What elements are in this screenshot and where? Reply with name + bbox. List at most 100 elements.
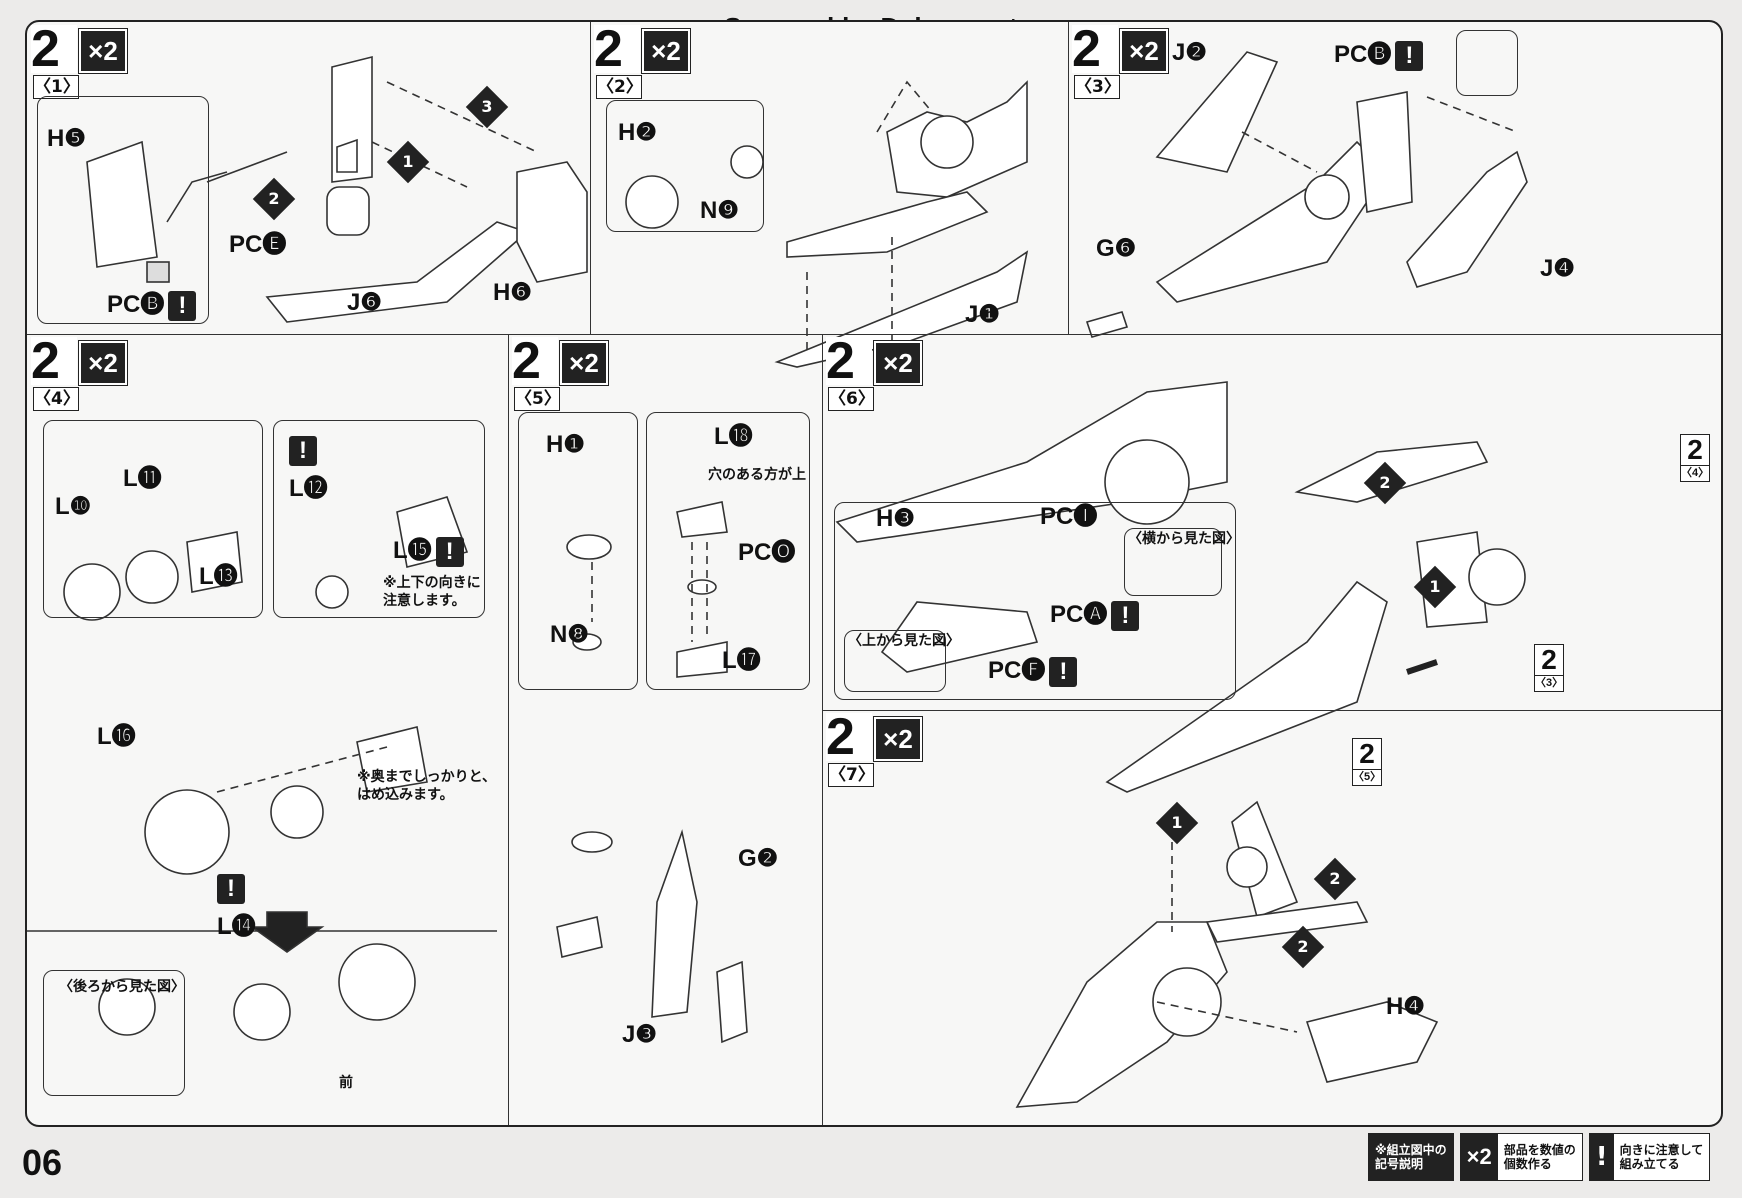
part-label-caution: PC🅐! (1050, 594, 1140, 631)
caution-icon: ! (217, 874, 245, 904)
step-number: 2 (826, 335, 872, 387)
step-number: 2 (512, 335, 558, 387)
part-label-caution: PC🅑! (1334, 34, 1424, 71)
multiplier-badge: ×2 (79, 29, 127, 73)
panel-3: 2×2〈3〉 J❷ PC🅑! G❻ J❹ (1068, 22, 1721, 335)
multiplier-badge: ×2 (874, 717, 922, 761)
step-number: 2 (1072, 23, 1118, 75)
part-label: PC🅘 (1040, 503, 1098, 530)
part-label: H❹ (1386, 993, 1425, 1020)
panel-6: 2×2〈6〉 H❸ PC🅘 PC🅐! PC🅕! 〈横から見た図〉 〈上から見た図… (822, 334, 1721, 711)
detail-inset (37, 96, 209, 324)
substep-label: 〈3〉 (1074, 75, 1121, 99)
substep-label: 〈7〉 (828, 763, 875, 787)
detail-inset (43, 970, 185, 1096)
detail-inset (834, 502, 1236, 700)
part-label: L⓭ (199, 563, 238, 590)
legend-title: ※組立図中の 記号説明 (1368, 1133, 1454, 1181)
step-number: 2 (31, 23, 77, 75)
caution-icon: ! (435, 536, 464, 567)
part-label-caution: PC🅑! (107, 284, 197, 321)
multiplier-badge: ×2 (79, 341, 127, 385)
note-side-view: 〈横から見た図〉 (1128, 531, 1240, 547)
substep-label: 〈2〉 (596, 75, 643, 99)
substep-label: 〈1〉 (33, 75, 80, 99)
step-number: 2 (826, 711, 872, 763)
detail-inset (1456, 30, 1518, 96)
detail-inset (646, 412, 810, 690)
part-label: PC🅞 (738, 539, 796, 566)
part-blade (265, 221, 529, 323)
multiplier-badge: ×2 (874, 341, 922, 385)
page-number: 06 (22, 1142, 63, 1183)
part-label: J❶ (965, 301, 1000, 328)
part-label: L⓲ (714, 423, 753, 450)
part-label: H❷ (618, 119, 657, 146)
substep-label: 〈5〉 (514, 387, 561, 411)
note-hole-up: 穴のある方が上 (708, 467, 806, 483)
order-marker-1: 1 (1413, 565, 1457, 609)
step-number: 2 (594, 23, 640, 75)
part-label: PC🅔 (229, 231, 287, 258)
panel-5: 2×2〈5〉 H❶ N❽ L⓲ 穴のある方が上 PC🅞 L⓱ G❷ J❸ (508, 334, 823, 1125)
part-label: N❾ (700, 197, 739, 224)
detail-inset (273, 420, 485, 618)
substep-label: 〈6〉 (828, 387, 875, 411)
panel-2: 2×2〈2〉 H❷ N❾ J❶ (590, 22, 1069, 335)
part-label: J❸ (622, 1021, 657, 1048)
detail-inset (43, 420, 263, 618)
part-label: L⓰ (97, 723, 136, 750)
part-label: L❿ (55, 493, 92, 520)
caution-icon: ! (168, 290, 197, 321)
order-marker-2: 2 (252, 177, 296, 221)
detail-inset (518, 412, 638, 690)
caution-icon: ! (1395, 40, 1424, 71)
panel-7: 2×2〈7〉 2〈5〉 1 2 2 H❹ (822, 710, 1721, 1125)
caution-icon: ! (1111, 600, 1140, 631)
part-label-caution: L⓯! (393, 530, 464, 567)
line-art (27, 51, 1528, 1108)
part-label: N❽ (550, 621, 589, 648)
caution-icon: ! (1589, 1133, 1614, 1181)
top-view-inset (844, 630, 946, 692)
part-label: H❻ (493, 279, 532, 306)
part-label: J❹ (1540, 255, 1575, 282)
part-label: H❺ (47, 125, 86, 152)
part-label: L⓱ (722, 647, 761, 674)
note-orientation: ※上下の向きに 注意します。 (383, 575, 481, 609)
panel-1: 2×2〈1〉 3 1 2 H❺ PC🅔 J❻ H❻ PC🅑! (27, 22, 591, 335)
legend-caution: !向きに注意して 組み立てる (1588, 1133, 1711, 1181)
substep-label: 〈4〉 (33, 387, 80, 411)
part-label: H❸ (876, 505, 915, 532)
step-reference: 2〈3〉 (1534, 644, 1564, 692)
order-marker-2: 2 (1363, 461, 1407, 505)
part-frame (331, 55, 373, 183)
order-marker-2: 2 (1313, 857, 1357, 901)
part-label: G❻ (1096, 235, 1137, 262)
side-view-inset (1124, 528, 1222, 596)
note-press-fit: ※奥までしっかりと、 はめ込みます。 (357, 769, 497, 803)
detail-inset (606, 100, 764, 232)
order-marker-2: 2 (1281, 925, 1325, 969)
order-marker-1: 1 (1155, 801, 1199, 845)
part-label: L⓫ (123, 465, 162, 492)
step-reference: 2〈4〉 (1680, 434, 1710, 482)
step-reference: 2〈5〉 (1352, 738, 1382, 786)
order-marker-1: 1 (386, 140, 430, 184)
note-rear-view: 〈後ろから見た図〉 (59, 979, 185, 995)
panel-4: 2×2〈4〉 L❿ L⓫ L⓭ !L⓬ L⓯! ※上下の向きに 注意します。 L… (27, 334, 509, 1125)
steps-frame: 2×2〈1〉 3 1 2 H❺ PC🅔 J❻ H❻ PC🅑! 2×2〈2〉 H❷… (25, 20, 1723, 1127)
caution-icon: ! (289, 436, 317, 466)
multiplier-badge: ×2 (642, 29, 690, 73)
part-label: J❷ (1172, 39, 1207, 66)
part-label-caution: !L⓬ (289, 436, 328, 502)
part-label: J❻ (347, 289, 382, 316)
part-label-caution: !L⓮ (217, 874, 256, 940)
multiplier-badge: ×2 (560, 341, 608, 385)
note-top-view: 〈上から見た図〉 (848, 633, 960, 649)
step-number: 2 (31, 335, 77, 387)
caution-icon: ! (1049, 656, 1078, 687)
